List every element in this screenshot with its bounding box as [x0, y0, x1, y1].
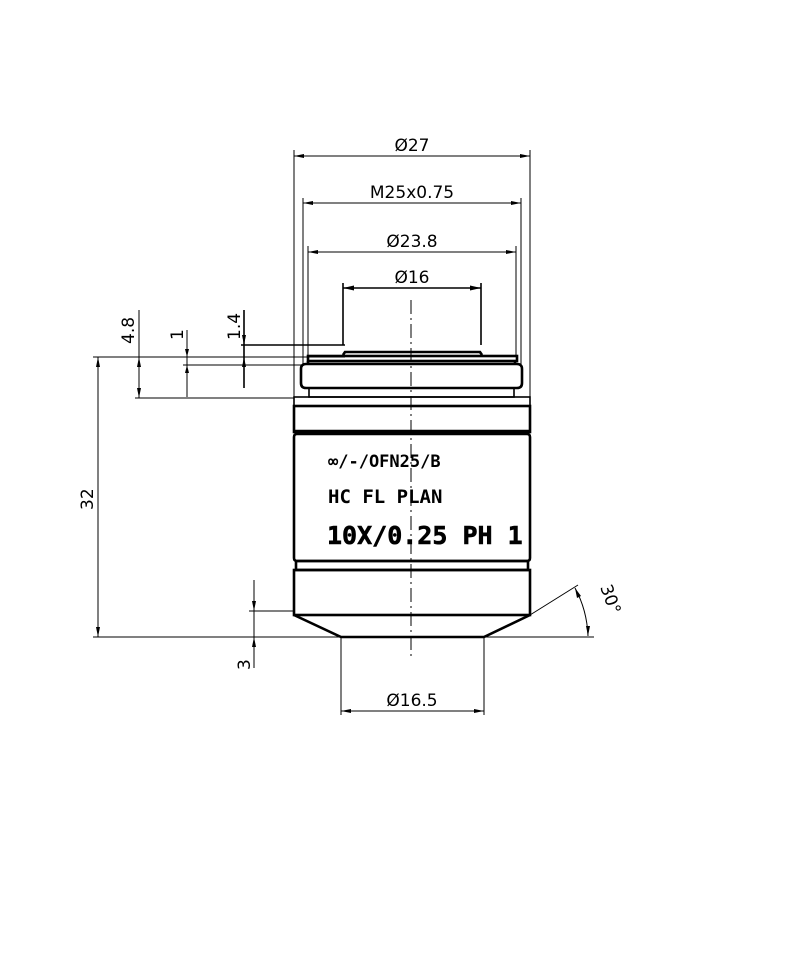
dimension-step-1: 1: [168, 329, 189, 397]
label-parfocal-length: 32: [78, 488, 98, 510]
label-step-1-4: 1.4: [225, 313, 245, 340]
label-step-1: 1: [168, 329, 188, 340]
engraving-line-1: ∞/-/OFN25/B: [328, 452, 441, 472]
label-taper-angle: 30°: [595, 582, 624, 617]
label-thread: M25x0.75: [370, 183, 454, 203]
dimension-step-1-4: 1.4: [225, 310, 246, 388]
dimension-front-taper: 3: [235, 580, 294, 670]
dimension-outer-diameter: Ø27: [293, 136, 531, 397]
engraving-line-2: HC FL PLAN: [328, 486, 442, 508]
engraving-line-3: 10X/0.25 PH 1: [327, 521, 523, 550]
objective-body: [292, 350, 532, 639]
label-front-diameter: Ø16.5: [386, 691, 437, 711]
label-shoulder-diameter: Ø23.8: [386, 232, 437, 252]
dimension-parfocal-length: 32: [78, 357, 341, 638]
engraving: ∞/-/OFN25/B HC FL PLAN 10X/0.25 PH 1: [327, 452, 523, 550]
dimension-taper-angle: 30°: [484, 582, 624, 638]
dimension-rear-aperture: Ø16: [342, 268, 482, 345]
label-rear-aperture: Ø16: [394, 268, 429, 288]
label-front-taper: 3: [235, 659, 255, 670]
label-outer-diameter: Ø27: [394, 136, 429, 156]
dimension-thread-length: 4.8: [119, 310, 141, 398]
dimension-shoulder-diameter: Ø23.8: [307, 232, 517, 356]
dimension-thread: M25x0.75: [302, 183, 522, 364]
dimension-front-diameter: Ø16.5: [340, 637, 485, 715]
label-thread-length: 4.8: [119, 317, 139, 344]
